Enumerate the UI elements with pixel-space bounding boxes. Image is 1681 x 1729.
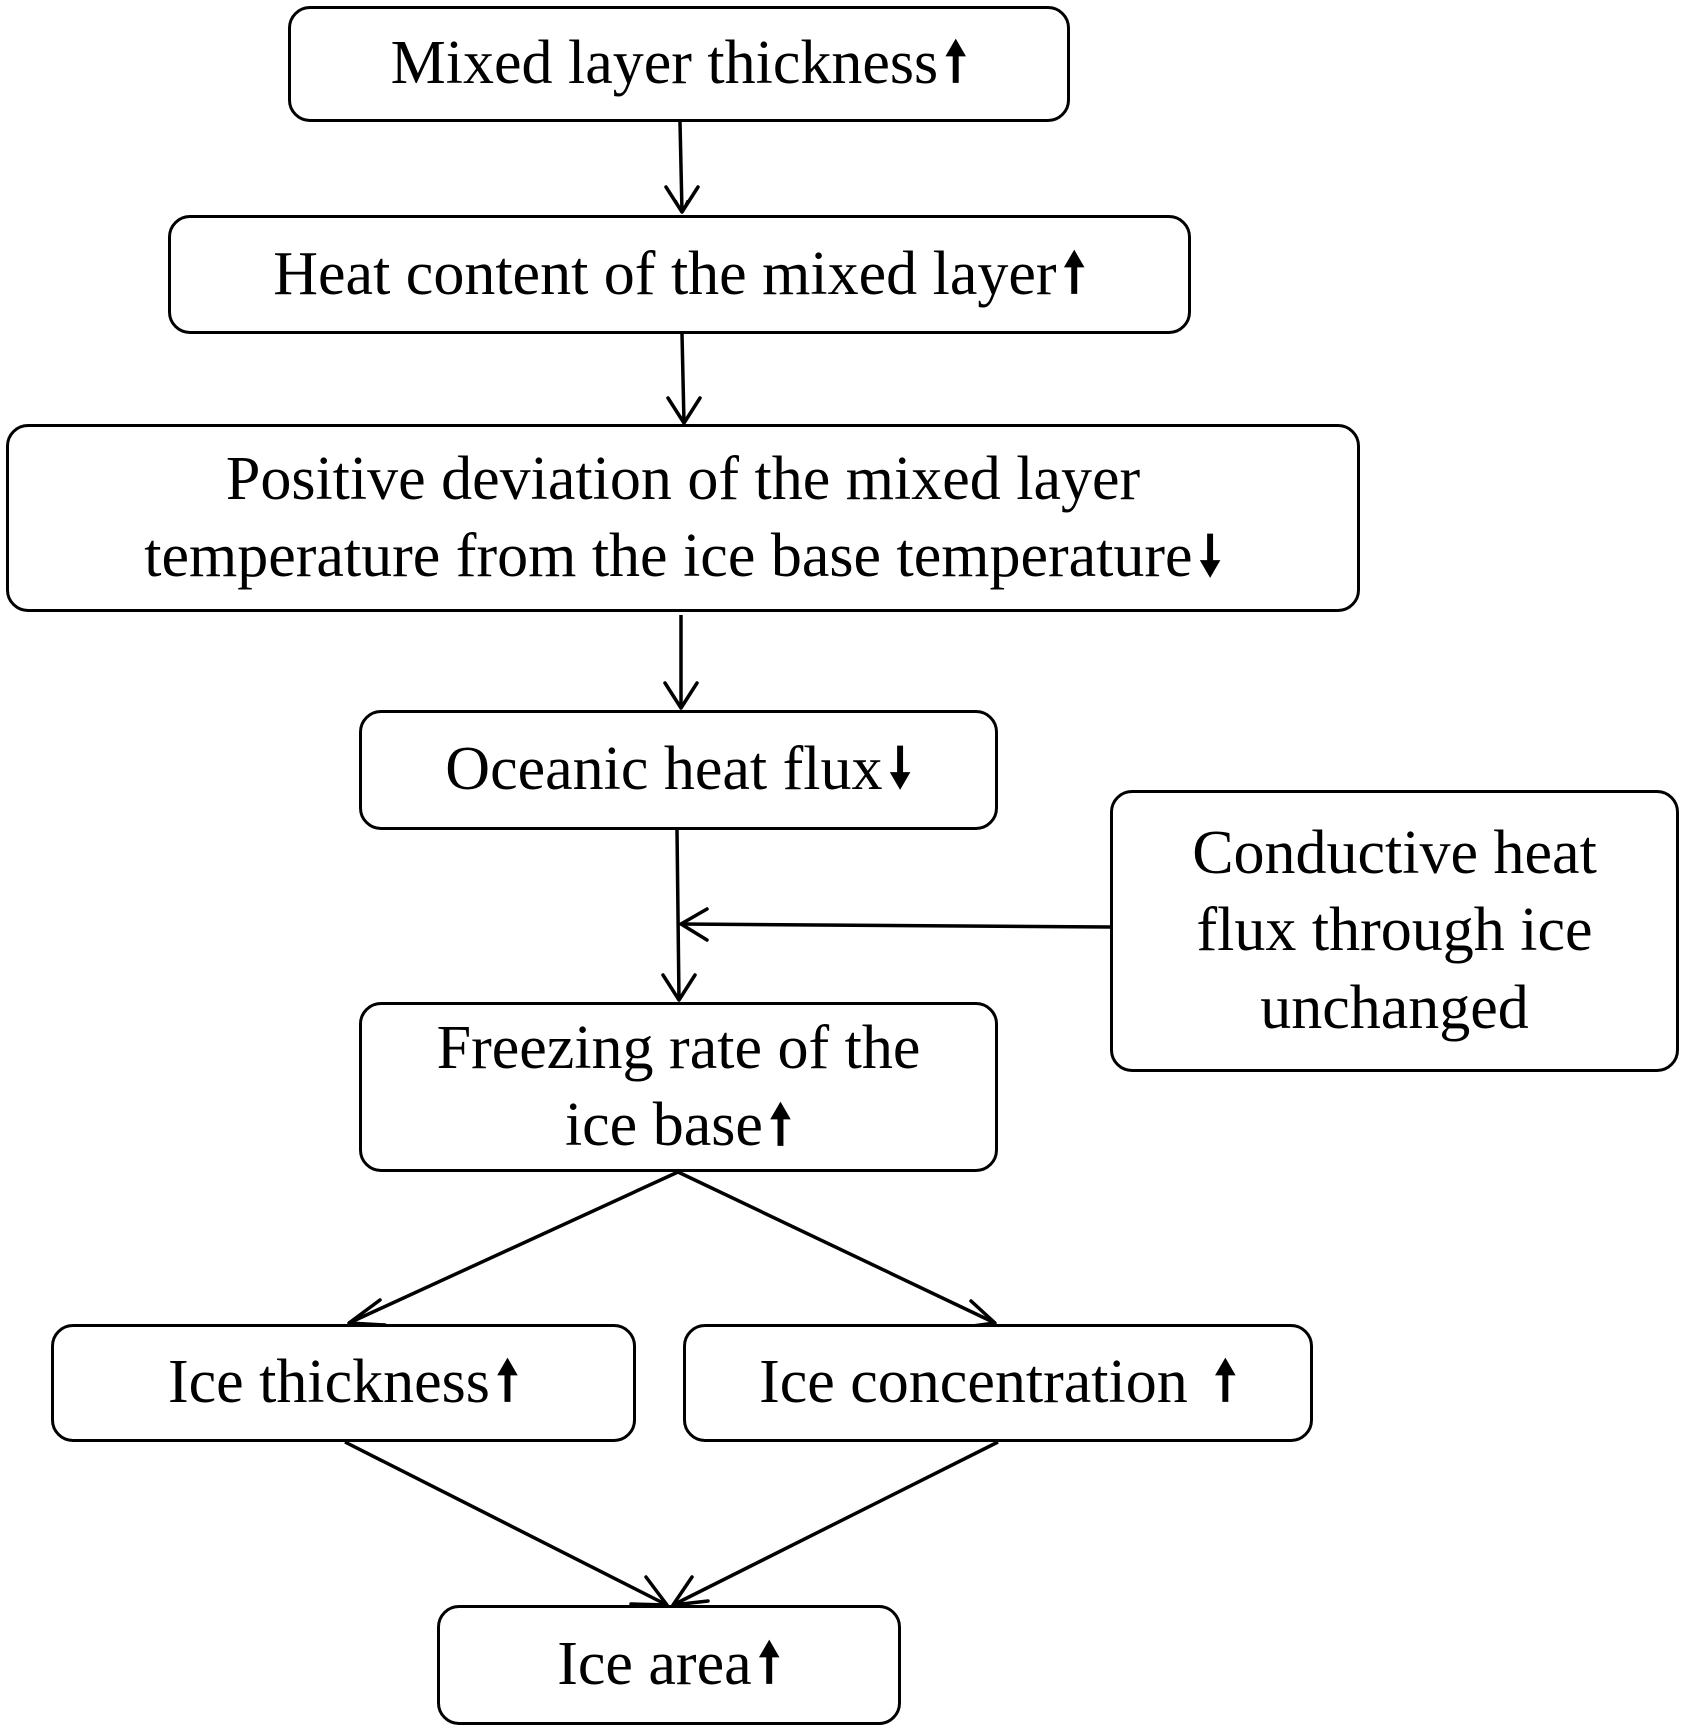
arrow-up-icon: 🠕 (1062, 240, 1086, 304)
node-label-line-2: temperature from the ice base temperatur… (144, 518, 1221, 596)
arrowhead-3 (663, 681, 699, 710)
arrowhead-2 (666, 396, 702, 425)
node-label-line-2: ice base🠕 (437, 1087, 921, 1165)
node-label: Mixed layer thickness (390, 29, 939, 98)
node-ice-area: Ice area🠕 (437, 1605, 901, 1725)
arrow-ice-concentration-to-ice-area (672, 1440, 999, 1607)
arrow-up-icon: 🠕 (495, 1349, 520, 1413)
node-ice-thickness: Ice thickness🠕 (51, 1324, 636, 1442)
arrow-up-icon: 🠕 (768, 1093, 793, 1156)
node-heat-content: Heat content of the mixed layer🠕 (168, 215, 1191, 334)
node-label-line-1: Freezing rate of the (436, 1013, 921, 1082)
node-ice-concentration: Ice concentration 🠕 (683, 1324, 1313, 1442)
arrow-oceanic-flux-to-freezing (675, 829, 681, 1001)
arrow-down-icon: 🠗 (1198, 524, 1222, 587)
node-conductive-heat-flux: Conductive heat flux through ice unchang… (1110, 790, 1679, 1072)
arrow-conductive-to-main (680, 922, 1111, 929)
node-label-line-2-text: temperature from the ice base temperatur… (144, 522, 1193, 590)
arrow-thickness-to-heat-content (680, 121, 682, 212)
node-label-line-1: Positive deviation of the mixed layer (225, 444, 1141, 513)
node-mixed-layer-thickness: Mixed layer thickness🠕 (288, 6, 1070, 122)
node-label-block: Positive deviation of the mixed layer te… (144, 441, 1221, 596)
arrow-freezing-to-ice-thickness (348, 1170, 679, 1325)
arrow-up-icon: 🠕 (944, 30, 968, 94)
node-label-line-2-text: ice base (564, 1091, 763, 1159)
arrow-down-icon: 🠗 (888, 736, 912, 800)
node-oceanic-heat-flux: Oceanic heat flux🠗 (359, 710, 998, 830)
node-positive-deviation: Positive deviation of the mixed layer te… (6, 424, 1360, 612)
arrowhead-4 (661, 973, 697, 1002)
arrow-heat-content-to-deviation (680, 333, 686, 424)
arrow-up-icon: 🠕 (757, 1631, 781, 1695)
node-label-line-3: unchanged (1260, 973, 1529, 1042)
node-label: Ice area (557, 1630, 752, 1699)
node-label-line-2: flux through ice (1196, 896, 1593, 965)
arrow-up-icon: 🠕 (1213, 1349, 1237, 1413)
node-label: Heat content of the mixed layer (273, 239, 1057, 308)
node-label-block: Conductive heat flux through ice unchang… (1192, 815, 1597, 1048)
arrow-freezing-to-ice-concentration (677, 1170, 996, 1325)
node-label: Oceanic heat flux (445, 735, 883, 804)
node-label: Ice thickness (167, 1348, 490, 1417)
node-label-line-1: Conductive heat (1192, 818, 1597, 887)
node-label-block: Freezing rate of the ice base🠕 (437, 1010, 921, 1165)
arrowhead-5 (679, 907, 709, 942)
node-freezing-rate: Freezing rate of the ice base🠕 (359, 1002, 998, 1172)
arrowhead-1 (664, 185, 700, 214)
node-label: Ice concentration (759, 1348, 1188, 1417)
arrow-ice-thickness-to-ice-area (344, 1440, 668, 1607)
